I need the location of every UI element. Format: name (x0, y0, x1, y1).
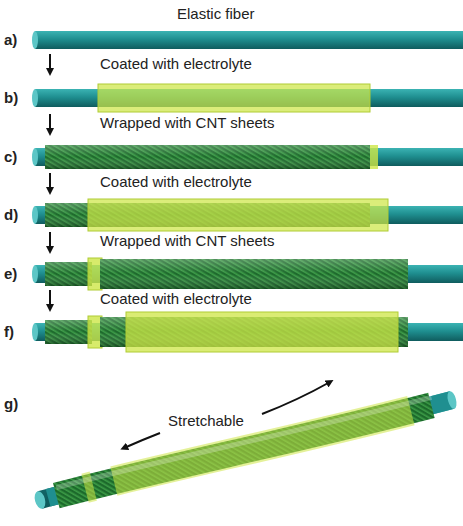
stretch-arrow (262, 382, 330, 414)
panel-letter: f) (4, 323, 14, 341)
stretchable-fiber (33, 390, 458, 510)
step-caption: Coated with electrolyte (100, 55, 252, 73)
step-caption: Elastic fiber (177, 5, 255, 23)
fiber-row-a (32, 31, 463, 49)
step-arrow (49, 173, 51, 191)
step-arrow (49, 290, 51, 308)
fiber-row-c (32, 145, 463, 169)
fiber-row-d (32, 199, 463, 231)
panel-letter: a) (4, 31, 17, 49)
panel-letter: g) (4, 395, 18, 413)
step-caption: Coated with electrolyte (100, 290, 252, 308)
step-caption: Coated with electrolyte (100, 173, 252, 191)
step-arrow (49, 232, 51, 250)
stretch-arrow (124, 433, 160, 448)
step-arrow (49, 54, 51, 72)
panel-letter: b) (4, 89, 18, 107)
step-caption: Wrapped with CNT sheets (100, 232, 275, 250)
stretch-label: Stretchable (168, 412, 244, 430)
step-arrow (49, 114, 51, 132)
panel-letter: e) (4, 265, 17, 283)
fiber-row-b (32, 84, 463, 112)
panel-letter: d) (4, 206, 18, 224)
panel-letter: c) (4, 148, 17, 166)
step-caption: Wrapped with CNT sheets (100, 114, 275, 132)
fiber-row-e (32, 258, 463, 290)
fiber-row-f (32, 312, 463, 352)
